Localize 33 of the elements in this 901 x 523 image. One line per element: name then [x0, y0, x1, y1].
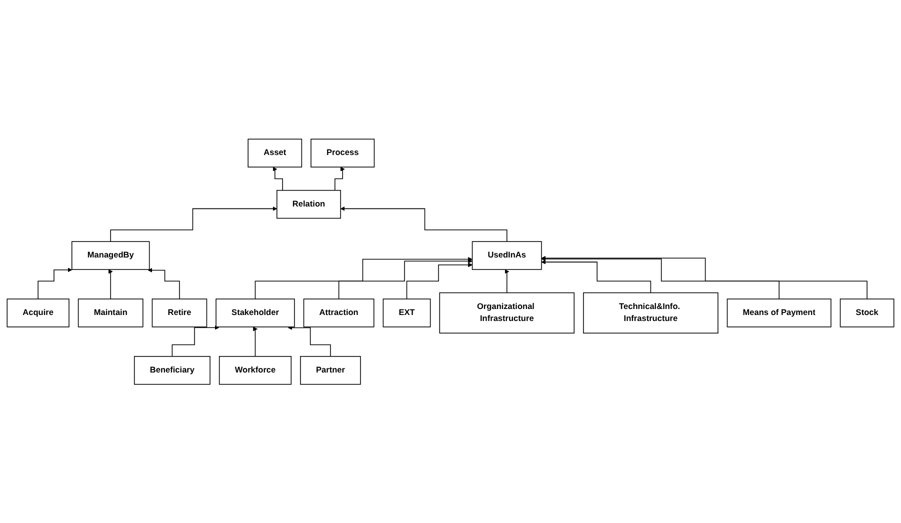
- arrow: [172, 325, 220, 357]
- node-box: Stakeholder: [216, 298, 295, 328]
- node-box: Process: [310, 138, 375, 168]
- arrow: [340, 206, 508, 242]
- node-box: Relation: [276, 190, 341, 218]
- node-box: Workforce: [218, 356, 292, 384]
- arrow: [541, 260, 652, 293]
- arrow: [338, 258, 473, 300]
- node-box: Asset: [248, 138, 302, 168]
- node-box: Retire: [152, 298, 208, 328]
- arrow: [541, 256, 868, 300]
- arrow: [504, 269, 510, 293]
- arrow: [406, 262, 473, 300]
- arrow: [288, 325, 331, 357]
- arrow: [541, 256, 780, 300]
- arrow: [148, 268, 180, 300]
- node-box: Acquire: [6, 298, 70, 328]
- arrow: [108, 269, 113, 300]
- node-box: Partner: [300, 356, 361, 384]
- arrow: [38, 267, 72, 300]
- node-box: EXT: [382, 298, 431, 328]
- node-box: Organizational Infrastructure: [439, 292, 575, 334]
- node-box: ManagedBy: [71, 240, 150, 270]
- node-box: Stock: [840, 298, 894, 328]
- node-box: Technical&Info. Infrastructure: [583, 292, 718, 334]
- arrow: [110, 206, 278, 242]
- node-box: Attraction: [303, 298, 374, 328]
- node-box: Maintain: [78, 298, 144, 328]
- node-box: UsedInAs: [472, 240, 542, 270]
- arrow: [254, 256, 472, 300]
- node-box: Beneficiary: [134, 356, 210, 384]
- node-box: Means of Payment: [726, 298, 832, 328]
- arrow: [252, 326, 258, 357]
